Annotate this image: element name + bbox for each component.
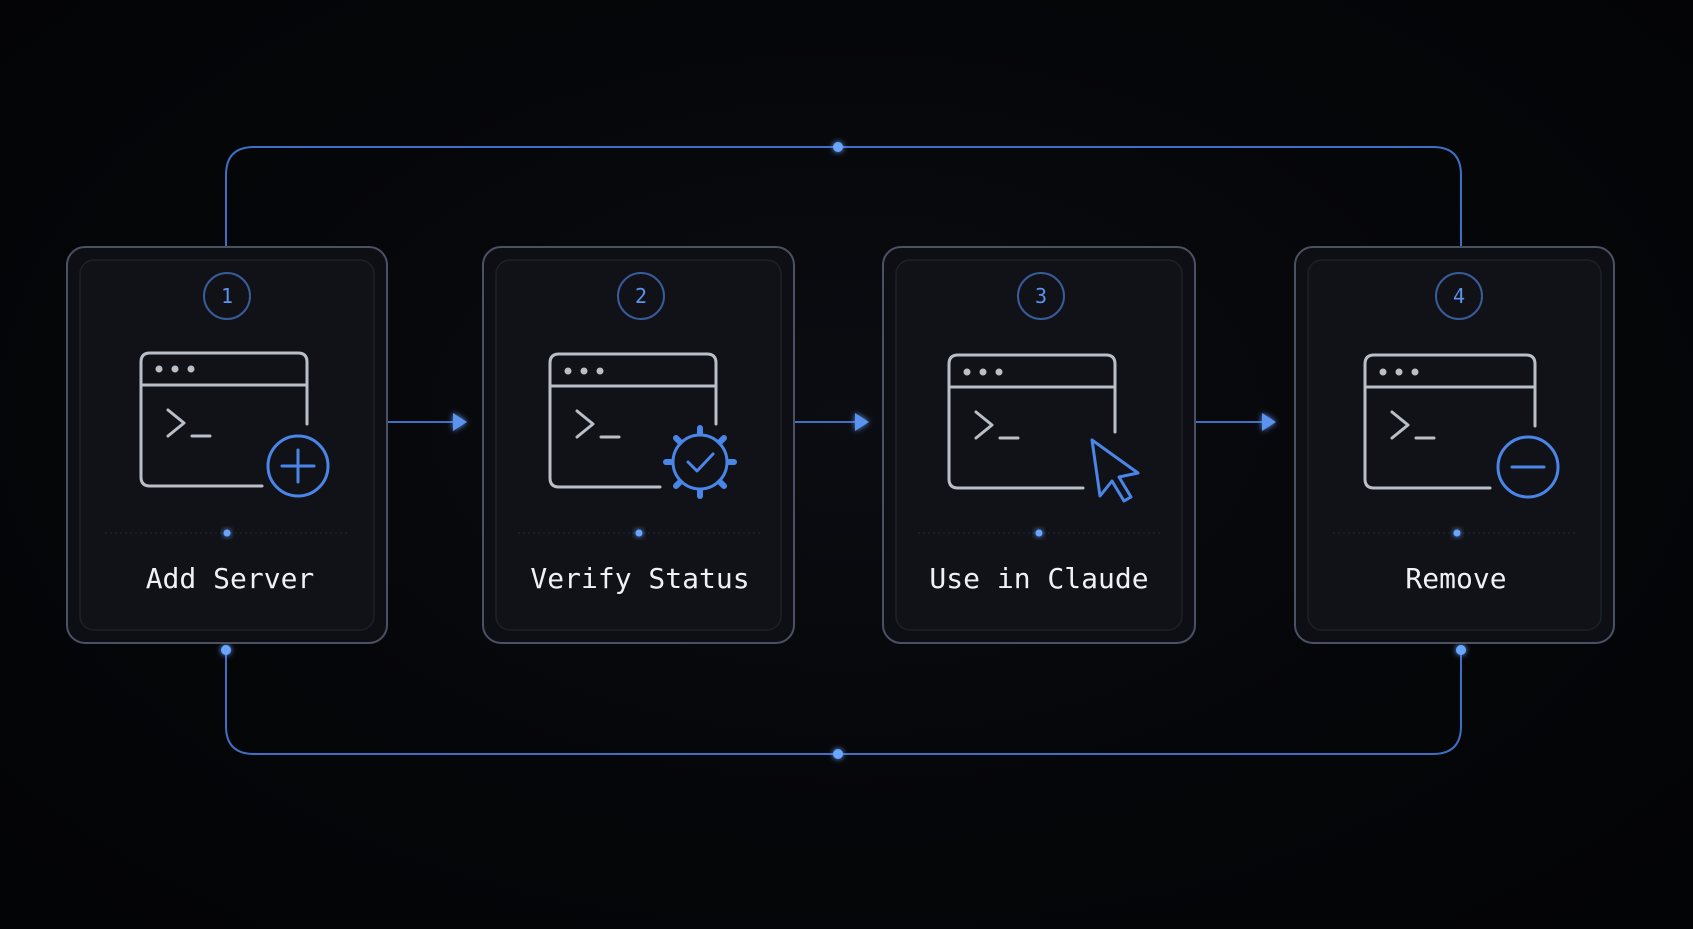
step-number: 2	[635, 284, 647, 308]
cursor-arrow-icon	[1090, 438, 1140, 503]
step-card-2: 2 Verify Status	[482, 246, 795, 644]
window-dots-icon	[963, 368, 1003, 376]
step-card-3: 3 Use in Claude	[882, 246, 1196, 644]
step-number-badge	[203, 272, 251, 320]
step-number-badge	[1017, 272, 1065, 320]
window-dots-icon	[155, 365, 195, 373]
step-label: Remove	[1405, 562, 1506, 595]
separator-dot	[635, 529, 643, 537]
plus-circle-icon	[266, 434, 330, 498]
gear-check-icon	[663, 425, 737, 499]
step-card-4: 4 Remove	[1294, 246, 1615, 644]
step-number: 4	[1453, 284, 1465, 308]
terminal-window-icon	[1363, 353, 1537, 490]
loop-bottom-dot	[833, 749, 843, 759]
step-label: Verify Status	[530, 562, 749, 595]
window-dots-icon	[1379, 368, 1419, 376]
separator-dot	[1453, 529, 1461, 537]
card-1-bottom-dot	[221, 645, 231, 655]
terminal-window-icon	[947, 353, 1117, 490]
step-number-badge	[617, 272, 665, 320]
separator-dot	[223, 529, 231, 537]
loop-top-dot	[833, 142, 843, 152]
step-label: Use in Claude	[929, 562, 1148, 595]
step-number-badge	[1435, 272, 1483, 320]
minus-circle-icon	[1496, 435, 1560, 499]
arrow-3-to-4	[1196, 413, 1276, 431]
arrow-2-to-3	[795, 413, 869, 431]
separator-dot	[1035, 529, 1043, 537]
step-card-1: 1 Add Server	[66, 246, 388, 644]
window-dots-icon	[564, 367, 604, 375]
card-4-bottom-dot	[1456, 645, 1466, 655]
terminal-window-icon	[139, 351, 309, 488]
loop-connector-bottom	[225, 650, 1462, 755]
terminal-window-icon	[548, 352, 718, 489]
step-number: 1	[221, 284, 233, 308]
arrow-1-to-2	[388, 413, 467, 431]
step-label: Add Server	[146, 562, 315, 595]
loop-connector-top	[225, 146, 1462, 247]
step-number: 3	[1035, 284, 1047, 308]
